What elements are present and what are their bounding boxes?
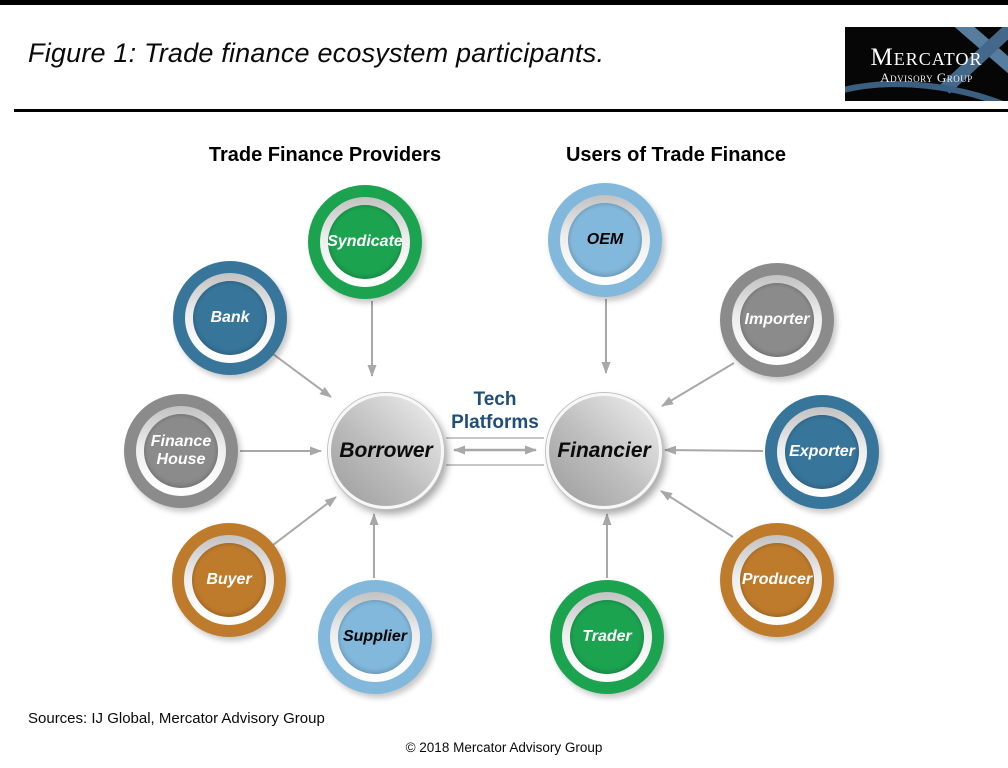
node-label-exporter: Exporter — [789, 442, 855, 460]
logo-wordmark: Mercator — [870, 44, 983, 72]
arrow-producer-to-financier — [660, 490, 734, 538]
node-inner: Exporter — [785, 415, 859, 489]
copyright-note: © 2018 Mercator Advisory Group — [405, 740, 603, 755]
node-producer: Producer — [720, 523, 834, 637]
node-inner: OEM — [568, 203, 642, 277]
hub-borrower: Borrower — [328, 393, 444, 509]
node-buyer: Buyer — [172, 523, 286, 637]
node-inner: Buyer — [192, 543, 266, 617]
header-trade-finance-providers: Trade Finance Providers — [208, 144, 442, 166]
tech-platforms-label: Tech Platforms — [451, 389, 539, 434]
node-inner: Trader — [570, 600, 644, 674]
figure-title: Figure 1: Trade finance ecosystem partic… — [28, 38, 605, 68]
node-label-finance-house: Finance House — [150, 432, 212, 468]
node-inner: Syndicate — [327, 205, 403, 279]
node-inner: Producer — [740, 543, 814, 617]
logo-text: Mercator Advisory Group — [845, 27, 1008, 101]
node-syndicate: Syndicate — [308, 185, 422, 299]
arrow-importer-to-financier — [661, 362, 735, 407]
node-exporter: Exporter — [765, 395, 879, 509]
arrow-bank-to-borrower — [272, 353, 332, 398]
node-inner: Bank — [193, 281, 267, 355]
logo-subtitle: Advisory Group — [880, 70, 973, 86]
logo-swoosh-graphic — [845, 27, 1008, 101]
hub-label-borrower: Borrower — [339, 439, 433, 462]
sources-note: Sources: IJ Global, Mercator Advisory Gr… — [28, 710, 325, 727]
node-trader: Trader — [550, 580, 664, 694]
hub-label-financier: Financier — [557, 439, 651, 462]
top-border-bar — [0, 0, 1008, 5]
arrow-exporter-to-financier — [664, 445, 764, 455]
logo-x-stroke-2 — [940, 27, 1008, 94]
node-importer: Importer — [720, 263, 834, 377]
node-supplier: Supplier — [318, 580, 432, 694]
node-inner: Finance House — [144, 414, 218, 488]
hub-financier: Financier — [546, 393, 662, 509]
node-label-producer: Producer — [741, 570, 813, 588]
node-finance-house: Finance House — [124, 394, 238, 508]
node-inner: Importer — [740, 283, 814, 357]
node-label-oem: OEM — [586, 230, 624, 248]
node-label-syndicate: Syndicate — [327, 232, 403, 250]
mercator-logo: Mercator Advisory Group — [845, 27, 1008, 101]
arrow-buyer-to-borrower — [272, 496, 337, 546]
node-label-buyer: Buyer — [206, 570, 252, 588]
node-inner: Supplier — [338, 600, 412, 674]
logo-bottom-swoosh — [845, 81, 1004, 101]
node-bank: Bank — [173, 261, 287, 375]
node-label-bank: Bank — [210, 308, 250, 326]
node-label-trader: Trader — [582, 627, 632, 645]
header-users-of-trade-finance: Users of Trade Finance — [565, 144, 787, 166]
node-oem: OEM — [548, 183, 662, 297]
title-divider-rule — [14, 109, 1008, 112]
node-label-importer: Importer — [744, 310, 810, 328]
node-label-supplier: Supplier — [342, 627, 407, 645]
